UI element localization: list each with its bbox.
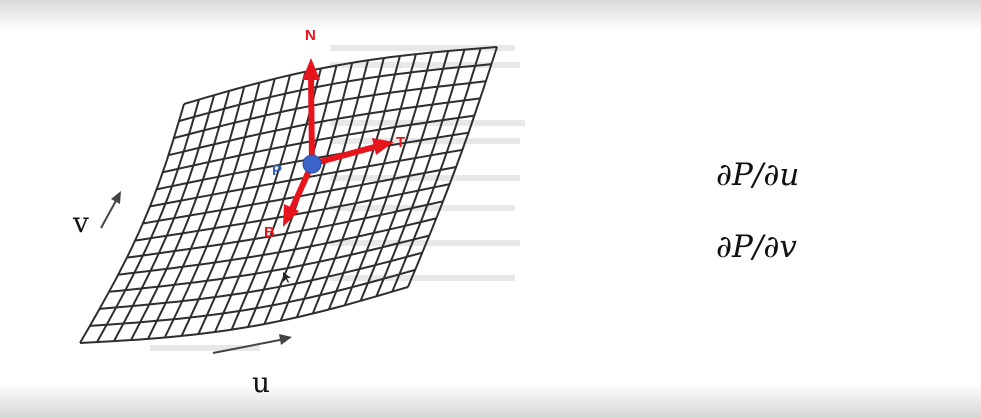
grid-line-v bbox=[407, 46, 498, 288]
grid-line-v bbox=[214, 71, 307, 333]
grid-line-v bbox=[375, 49, 466, 297]
v-axis-label: v bbox=[72, 206, 89, 239]
tangent-vector-arrow bbox=[311, 138, 394, 167]
bottom-shade bbox=[0, 384, 981, 418]
point-p-dot bbox=[302, 154, 322, 174]
bitangent-label: B bbox=[264, 224, 275, 241]
grid-line-v bbox=[311, 55, 401, 314]
top-shade bbox=[0, 0, 981, 30]
ghost-text-lines bbox=[150, 45, 525, 351]
grid-line-v bbox=[113, 94, 216, 342]
grid-line-v bbox=[79, 103, 185, 344]
grid-line-u bbox=[79, 286, 409, 344]
surface-grid bbox=[79, 46, 498, 344]
normal-vector-arrow bbox=[302, 58, 320, 165]
grid-line-v bbox=[279, 60, 369, 322]
point-label: P bbox=[272, 162, 282, 179]
normal-label: N bbox=[305, 27, 316, 44]
grid-line-v bbox=[343, 52, 433, 306]
grid-line-v bbox=[391, 48, 482, 293]
grid-line-v bbox=[180, 78, 276, 337]
grid-line-v bbox=[96, 99, 200, 343]
partial-derivative-u: ∂P/∂u bbox=[716, 157, 800, 193]
v-direction-arrow bbox=[100, 191, 121, 229]
u-axis-label: u bbox=[252, 366, 270, 399]
grid-line-v bbox=[197, 74, 291, 335]
grid-line-v bbox=[359, 50, 450, 302]
u-direction-arrow bbox=[212, 334, 292, 354]
grid-line-v bbox=[327, 53, 417, 310]
grid-line-v bbox=[130, 90, 231, 341]
partial-derivative-v: ∂P/∂v bbox=[716, 229, 797, 265]
tangent-label: T bbox=[396, 134, 405, 151]
grid-line-v bbox=[295, 57, 385, 318]
grid-line-v bbox=[147, 86, 246, 340]
grid-line-v bbox=[163, 82, 261, 338]
mouse-cursor bbox=[283, 272, 291, 283]
grid-line-v bbox=[263, 62, 354, 325]
